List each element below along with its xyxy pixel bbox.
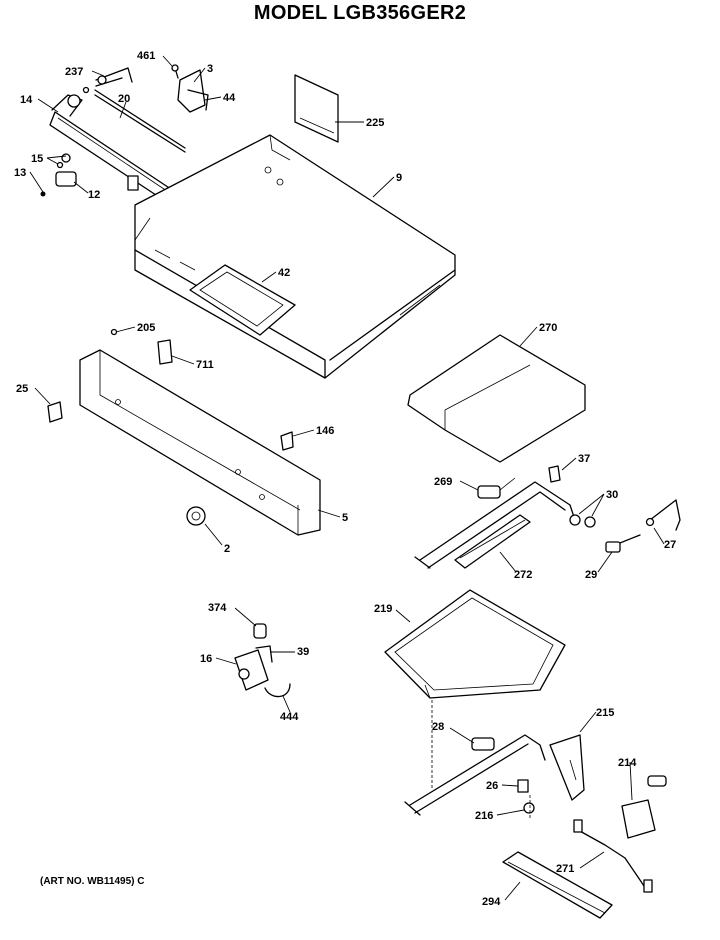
- clip-146: [280, 431, 294, 451]
- valve-12: [55, 153, 77, 187]
- bracket-225: [294, 74, 339, 143]
- wire-271: [573, 819, 653, 893]
- fitting-374: [253, 623, 267, 639]
- callout-37: 37: [578, 453, 590, 465]
- bracket-294: [502, 851, 613, 919]
- callout-28: 28: [432, 721, 444, 733]
- orifice-28: [471, 737, 495, 751]
- callout-44: 44: [223, 92, 236, 104]
- bypass-tube: [94, 89, 186, 153]
- callout-14: 14: [20, 94, 33, 106]
- callout-215: 215: [596, 707, 614, 719]
- callout-39: 39: [297, 646, 309, 658]
- callout-15: 15: [31, 153, 43, 165]
- callout-29: 29: [585, 569, 597, 581]
- callout-444: 444: [280, 711, 299, 723]
- tube-27: [645, 499, 681, 531]
- callout-271: 271: [556, 863, 574, 875]
- label-711: [157, 339, 173, 365]
- diagram-title: MODEL LGB356GER2: [253, 2, 467, 24]
- callout-3: 3: [207, 63, 213, 75]
- front-panel-5: [79, 349, 321, 536]
- callout-269: 269: [434, 476, 452, 488]
- bracket-215: [549, 734, 585, 801]
- callout-16: 16: [200, 653, 212, 665]
- bracket-272: [454, 514, 531, 569]
- callout-214: 214: [618, 757, 637, 769]
- callout-5: 5: [342, 512, 348, 524]
- bake-burner-tube: [404, 734, 546, 816]
- orifice-269: [477, 477, 516, 499]
- clip-37: [548, 465, 561, 483]
- callout-25: 25: [16, 383, 28, 395]
- grommet-2: [186, 506, 206, 526]
- igniter-214: [621, 775, 667, 839]
- heat-shield-270: [407, 334, 586, 463]
- callout-27: 27: [664, 539, 676, 551]
- orifice-fitting-237: [82, 67, 133, 94]
- valve-16: [234, 649, 269, 691]
- callout-711: 711: [196, 359, 214, 371]
- callout-270: 270: [539, 322, 557, 334]
- screw-13: [40, 191, 46, 197]
- callout-26: 26: [486, 780, 498, 792]
- art-number: (ART NO. WB11495) C: [40, 876, 145, 887]
- callout-272: 272: [514, 569, 532, 581]
- callout-20: 20: [118, 93, 130, 105]
- callout-374: 374: [208, 602, 227, 614]
- callout-461: 461: [137, 50, 155, 62]
- callout-294: 294: [482, 896, 501, 908]
- callout-13: 13: [14, 167, 26, 179]
- bracket-3: [177, 69, 209, 113]
- spuds-30: [569, 514, 596, 528]
- callout-12: 12: [88, 189, 100, 201]
- screw-461: [171, 64, 179, 79]
- callout-205: 205: [137, 322, 155, 334]
- callout-2: 2: [224, 543, 230, 555]
- callout-237: 237: [65, 66, 83, 78]
- burner-box-9: [134, 134, 456, 379]
- clip-25: [47, 401, 63, 423]
- broil-shield-219: [384, 589, 566, 699]
- callout-219: 219: [374, 603, 392, 615]
- burner-tube-assembly: [414, 481, 576, 569]
- tube-444: [264, 683, 291, 698]
- callout-146: 146: [316, 425, 334, 437]
- callout-9: 9: [396, 172, 402, 184]
- shield-42: [189, 264, 296, 336]
- bracket-39: [255, 645, 273, 663]
- nut-216: [523, 802, 535, 814]
- fitting-26: [517, 779, 529, 793]
- callout-30: 30: [606, 489, 618, 501]
- callout-42: 42: [278, 267, 290, 279]
- screw-205: [110, 328, 118, 336]
- callout-225: 225: [366, 117, 384, 129]
- electrode-29: [605, 534, 641, 553]
- callout-216: 216: [475, 810, 493, 822]
